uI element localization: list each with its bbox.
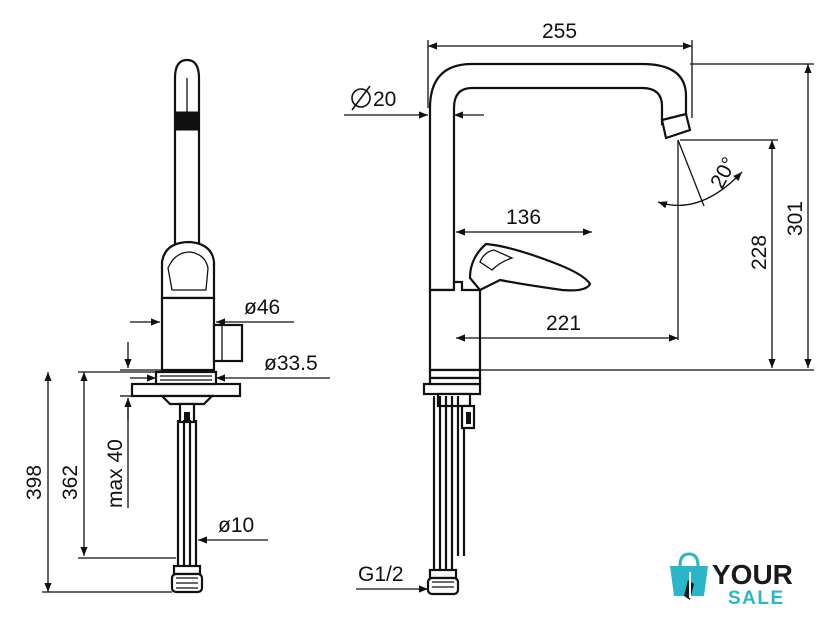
- dim-max-40: max 40: [104, 439, 127, 508]
- dim-362: 362: [59, 465, 82, 500]
- dim-dia-33-5: ø33.5: [264, 352, 318, 375]
- dim-dia-10: ø10: [218, 514, 254, 537]
- dim-136: 136: [506, 206, 541, 229]
- front-view: [422, 62, 692, 596]
- dim-221: 221: [546, 312, 581, 335]
- dim-398: 398: [23, 465, 46, 500]
- your-sale-logo: YOUR SALE: [670, 552, 793, 609]
- logo-line-2: SALE: [728, 588, 785, 609]
- side-view-dimensions: ø46 ø33.5 max 40 362 398 ø10: [23, 296, 330, 593]
- logo-line-1: YOUR: [712, 559, 793, 590]
- shopping-bag-icon: [670, 552, 708, 600]
- dim-angle-20: 20°: [706, 154, 741, 193]
- dim-228: 228: [748, 235, 771, 270]
- front-view-dimensions: 255 20 20° 136 221 228 301 G1/2: [344, 20, 814, 593]
- diameter-symbol-icon: [351, 85, 371, 111]
- dim-dia-46: ø46: [244, 296, 280, 319]
- dim-dia-20: 20: [373, 88, 396, 111]
- side-view: [130, 58, 244, 594]
- dim-255: 255: [542, 20, 577, 43]
- dim-thread-g12: G1/2: [358, 563, 404, 586]
- dim-301: 301: [784, 201, 807, 236]
